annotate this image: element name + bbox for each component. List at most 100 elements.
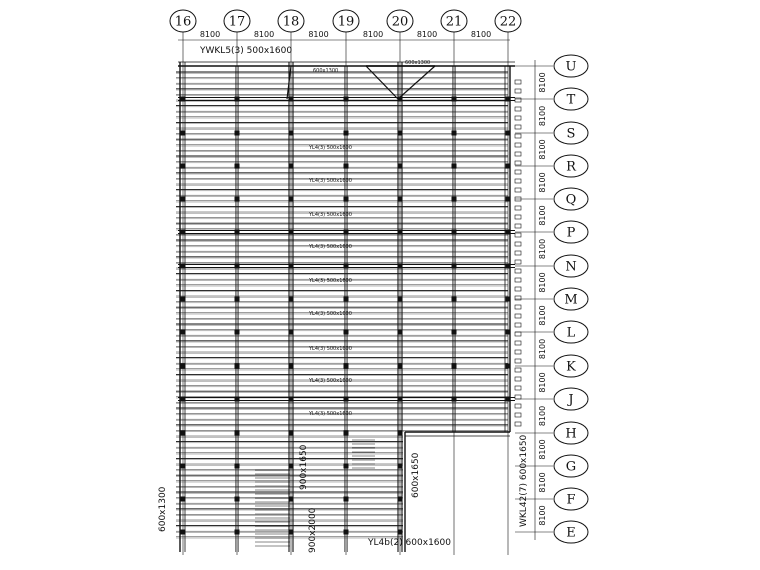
center-beam-label: YL4(3) 500x1600	[308, 145, 352, 151]
top-dimension-value: 8100	[308, 30, 328, 39]
right-dimension-value: 8100	[538, 339, 547, 359]
grid-bubble-label: 21	[446, 15, 463, 30]
col20-vertical-label: 600x1650	[411, 452, 421, 498]
column-block	[343, 229, 349, 235]
grid-bubble-ring	[553, 254, 589, 278]
rebar-tag	[514, 286, 522, 292]
column-block	[505, 296, 511, 302]
rebar-tag	[514, 169, 522, 175]
grid-bubble-ring	[553, 520, 589, 544]
column-block	[451, 96, 457, 102]
grid-bubble-ring	[553, 54, 589, 78]
column-block	[234, 396, 240, 402]
column-block	[288, 529, 294, 535]
grid-bubble-label: Q	[566, 193, 577, 208]
row-bubble-N: N	[553, 254, 589, 278]
truss-member	[397, 65, 436, 100]
grid-bubble-label: P	[567, 226, 576, 241]
rebar-tag	[514, 142, 522, 148]
column-block	[397, 329, 403, 335]
column-block	[234, 229, 240, 235]
top-dimension-value: 8100	[200, 30, 220, 39]
row-bubble-J: J	[553, 387, 589, 411]
right-dimension-value: 8100	[538, 139, 547, 159]
column-block	[234, 96, 240, 102]
grid-bubble-ring	[553, 187, 589, 211]
center-beam-label: YL4(3) 500x1600	[308, 244, 352, 250]
top-beam-label-b: 600x1300	[405, 60, 430, 66]
column-block	[180, 396, 186, 402]
column-block	[397, 130, 403, 136]
row-bubble-F: F	[553, 487, 589, 511]
right-vertical-label: WKL42(7) 600x1650	[519, 434, 529, 527]
top-dimension-value: 8100	[417, 30, 437, 39]
grid-bubble-label: 22	[500, 15, 517, 30]
grid-bubble-ring	[332, 9, 360, 33]
column-block	[180, 196, 186, 202]
truss-member	[365, 65, 399, 100]
column-block	[288, 196, 294, 202]
grid-bubble-ring	[553, 220, 589, 244]
column-block	[180, 529, 186, 535]
rebar-tag	[514, 196, 522, 202]
rebar-tag	[514, 187, 522, 193]
grid-bubble-ring	[553, 487, 589, 511]
row-bubble-L: L	[553, 320, 589, 344]
column-block	[288, 229, 294, 235]
column-block	[505, 130, 511, 136]
column-block	[234, 163, 240, 169]
right-dimension-value: 8100	[538, 505, 547, 525]
col18-bottom-label: 900x2000	[308, 507, 318, 553]
column-block	[234, 363, 240, 369]
column-block	[451, 163, 457, 169]
row-bubble-H: H	[553, 421, 589, 445]
column-block	[397, 296, 403, 302]
grid-bubble-ring	[553, 421, 589, 445]
column-block	[234, 130, 240, 136]
column-block	[397, 529, 403, 535]
column-block	[343, 163, 349, 169]
column-block	[343, 96, 349, 102]
row-bubble-R: R	[553, 154, 589, 178]
column-block	[234, 263, 240, 269]
column-block	[397, 363, 403, 369]
column-block	[234, 329, 240, 335]
column-block	[343, 463, 349, 469]
rebar-tag	[514, 322, 522, 328]
col18-vertical-label: 900x1650	[299, 444, 309, 490]
column-block	[397, 263, 403, 269]
rebar-tag	[514, 412, 522, 418]
rebar-tag	[514, 79, 522, 85]
column-block	[234, 496, 240, 502]
row-bubble-G: G	[553, 454, 589, 478]
rebar-tag	[514, 133, 522, 139]
grid-bubble-label: 18	[283, 15, 300, 30]
column-block	[288, 96, 294, 102]
rebar-tag	[514, 367, 522, 373]
rebar-tag	[514, 88, 522, 94]
grid-bubble-label: R	[566, 160, 577, 175]
rebar-tag	[514, 385, 522, 391]
column-block	[288, 463, 294, 469]
grid-bubble-label: H	[565, 427, 576, 442]
grid-bubble-label: F	[566, 493, 575, 508]
right-dimension-value: 8100	[538, 239, 547, 259]
rebar-tag	[514, 106, 522, 112]
grid-bubble-label: T	[567, 93, 576, 108]
column-bubble-19: 19	[332, 9, 360, 33]
center-beam-label: YL4(3) 500x1600	[308, 378, 352, 384]
column-block	[234, 196, 240, 202]
column-block	[234, 463, 240, 469]
column-block	[288, 263, 294, 269]
column-block	[343, 363, 349, 369]
column-block	[180, 296, 186, 302]
row-bubble-P: P	[553, 220, 589, 244]
row-bubble-K: K	[553, 354, 589, 378]
column-block	[397, 163, 403, 169]
rebar-tag	[514, 250, 522, 256]
center-beam-label: YL4(3) 500x1600	[308, 346, 352, 352]
column-block	[397, 96, 403, 102]
grid-bubble-label: 20	[392, 15, 409, 30]
grid-bubble-label: J	[566, 393, 573, 408]
column-bubble-22: 22	[494, 9, 522, 33]
